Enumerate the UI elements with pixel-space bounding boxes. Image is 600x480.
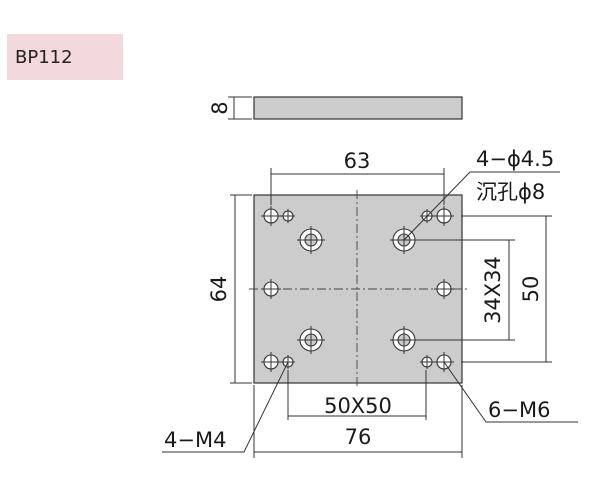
- side-view-plate: [253, 96, 463, 120]
- pitch-width-label: 63: [344, 149, 371, 173]
- counterbore-spec-label: 沉孔ϕ8: [476, 180, 545, 204]
- m4-callout-label: 4−M4: [164, 428, 226, 452]
- counterbore-count-label: 4−ϕ4.5: [476, 147, 554, 171]
- m6-hole-mid-right: [434, 279, 454, 299]
- height-label: 64: [207, 276, 231, 303]
- m4-leader: [162, 361, 289, 453]
- model-label: BP112: [15, 46, 73, 68]
- m6-callout-label: 6−M6: [488, 398, 550, 422]
- counterbore-bottom-right: [390, 326, 418, 354]
- thickness-label: 8: [208, 101, 232, 114]
- m6-hole-mid-left: [261, 279, 281, 299]
- bolt-square-label: 50X50: [324, 394, 392, 418]
- model-badge: BP112: [7, 34, 123, 80]
- counterbore-top-left: [297, 226, 325, 254]
- m4-hole-bottom-right: [420, 355, 434, 369]
- m6-hole-top-left: [261, 206, 281, 226]
- m6-hole-bottom-left: [261, 352, 281, 372]
- width-label: 76: [345, 425, 372, 449]
- m6-leader: [443, 361, 578, 423]
- m6-hole-top-right: [434, 206, 454, 226]
- counterbore-leader: [403, 171, 560, 241]
- right-height-label: 50: [519, 276, 543, 303]
- inner-square-label: 34X34: [481, 256, 505, 324]
- counterbore-bottom-left: [297, 326, 325, 354]
- m4-hole-top-left: [281, 209, 295, 223]
